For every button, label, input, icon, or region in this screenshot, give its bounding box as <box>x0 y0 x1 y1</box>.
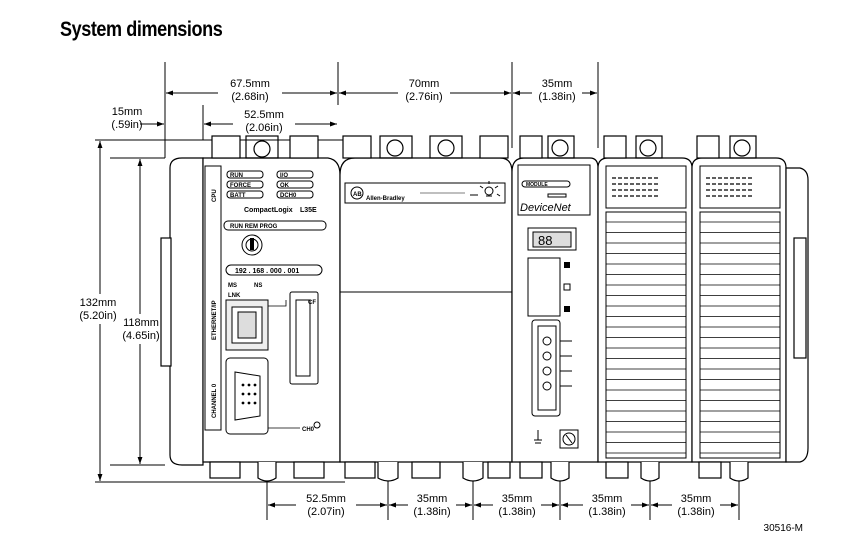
page-title: System dimensions <box>60 18 223 41</box>
keyswitch-label: RUN REM PROG <box>230 224 278 230</box>
dim-b3-in: (1.38in) <box>498 506 535 518</box>
dim-b1-mm: 52.5mm <box>306 493 346 505</box>
ns-indicator: NS <box>254 283 262 289</box>
ip-address: 192 . 168 . 000 . 001 <box>235 268 299 275</box>
devicenet-module-label: MODULE <box>526 182 548 188</box>
devicenet-display: 88 <box>538 233 552 248</box>
cpu-model: L35E <box>300 207 317 214</box>
ethernet-label: ETHERNET/IP <box>212 300 218 340</box>
dim-15mm-mm: 15mm <box>112 106 143 118</box>
dim-b1-in: (2.07in) <box>307 506 344 518</box>
lnk-indicator: LNK <box>228 293 241 299</box>
dim-132mm-in: (5.20in) <box>79 310 116 322</box>
led-ok: OK <box>280 183 290 189</box>
dim-b5-in: (1.38in) <box>677 506 714 518</box>
cf-label: CF <box>308 300 316 306</box>
allen-bradley-brand: Allen-Bradley <box>366 196 405 202</box>
dim-52mm-top-mm: 52.5mm <box>244 109 284 121</box>
dim-118mm-mm: 118mm <box>123 317 159 329</box>
dim-b4-mm: 35mm <box>592 493 623 505</box>
lamp-icon <box>420 181 501 197</box>
dim-35mm-top-in: (1.38in) <box>538 91 575 103</box>
dim-15mm-in: (.59in) <box>111 119 142 131</box>
dim-b3-mm: 35mm <box>502 493 533 505</box>
left-end-cap <box>169 157 204 466</box>
dim-67mm-mm: 67.5mm <box>230 78 270 90</box>
dim-70mm-in: (2.76in) <box>405 91 442 103</box>
ms-indicator: MS <box>228 283 237 289</box>
led-dch0: DCH0 <box>280 193 297 199</box>
dim-52mm-top-in: (2.06in) <box>245 122 282 134</box>
dim-b4-in: (1.38in) <box>588 506 625 518</box>
dim-70mm-mm: 70mm <box>409 78 440 90</box>
led-run: RUN <box>230 173 243 179</box>
cpu-side-label: CPU <box>212 189 218 202</box>
led-force: FORCE <box>230 183 251 189</box>
ch0-label: CH0 <box>302 427 315 433</box>
dim-67mm-in: (2.68in) <box>231 91 268 103</box>
led-batt: BATT <box>230 193 246 199</box>
bottom-tabs <box>209 461 749 482</box>
power-supply-module <box>339 157 513 463</box>
dim-b2-mm: 35mm <box>417 493 448 505</box>
dim-35mm-top-mm: 35mm <box>542 78 573 90</box>
ab-logo: AB <box>353 192 362 198</box>
compactlogix-brand: CompactLogix <box>244 207 293 214</box>
channel-label: CHANNEL 0 <box>212 383 218 418</box>
io-terminal-block <box>606 221 780 454</box>
dim-b2-in: (1.38in) <box>413 506 450 518</box>
led-io: I/O <box>280 173 288 179</box>
io-status-indicators <box>612 177 752 197</box>
cpu-module <box>202 157 341 463</box>
dim-b5-mm: 35mm <box>681 493 712 505</box>
figure-id: 30516-M <box>763 523 803 534</box>
devicenet-brand: DeviceNet <box>520 202 572 214</box>
dim-132mm-mm: 132mm <box>80 297 117 309</box>
dim-118mm-in: (4.65in) <box>122 330 159 342</box>
